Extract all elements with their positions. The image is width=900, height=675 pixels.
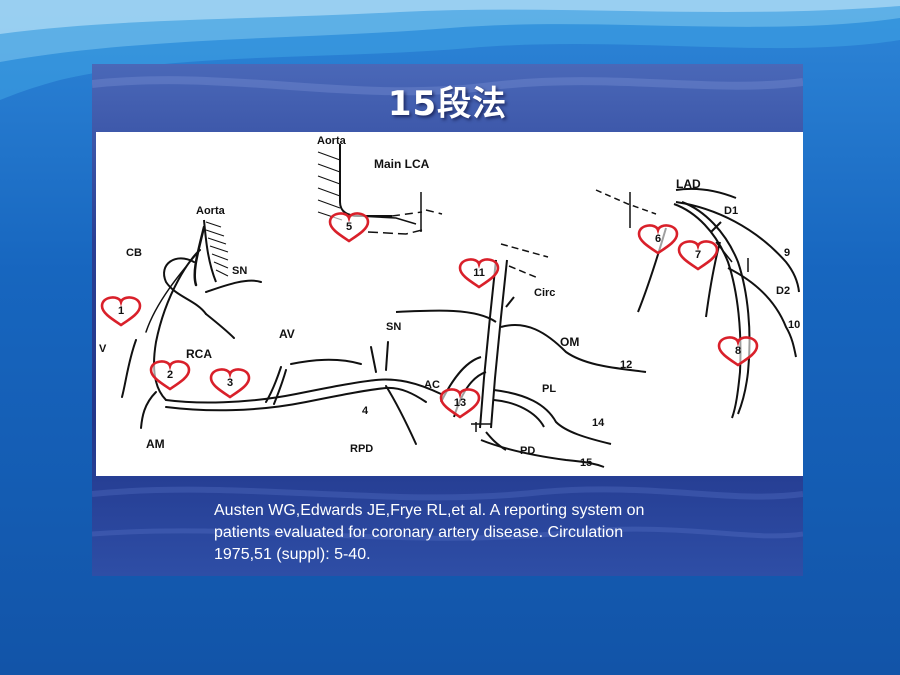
label-av: AV — [279, 327, 295, 341]
label-rpd: RPD — [350, 443, 373, 455]
lad-diagram — [595, 187, 800, 419]
label-sn-rca: SN — [232, 265, 247, 277]
rca-aorta-hatch — [203, 219, 229, 283]
segment-1-marker: 1 — [100, 296, 142, 327]
rca-diagram — [121, 225, 442, 445]
segment-5-number: 5 — [346, 221, 352, 233]
label-12: 12 — [620, 359, 632, 371]
segment-7-marker: 7 — [677, 240, 719, 271]
segment-6-number: 6 — [655, 233, 661, 245]
segment-11-number: 11 — [473, 267, 485, 279]
segment-13-marker: 13 — [439, 388, 481, 419]
label-rca: RCA — [186, 347, 212, 361]
segment-7-number: 7 — [695, 249, 701, 261]
label-ac: AC — [424, 379, 440, 391]
label-d1: D1 — [724, 205, 738, 217]
label-pd: PD — [520, 445, 535, 457]
citation-line: Austen WG,Edwards JE,Frye RL,et al. A re… — [214, 502, 645, 519]
citation-line: 1975,51 (suppl): 5-40. — [214, 546, 371, 563]
label-am: AM — [146, 437, 165, 451]
citation-line: patients evaluated for coronary artery d… — [214, 524, 624, 541]
segment-6-marker: 6 — [637, 224, 679, 255]
segment-1-number: 1 — [118, 305, 124, 317]
segment-8-marker: 8 — [717, 336, 759, 367]
label-9: 9 — [784, 247, 790, 259]
segment-2-marker: 2 — [149, 360, 191, 391]
lcx-diagram — [395, 243, 647, 468]
segment-3-marker: 3 — [209, 368, 251, 399]
label-v: V — [99, 343, 107, 355]
segment-13-number: 13 — [454, 397, 466, 409]
label-main-lca: Main LCA — [374, 157, 430, 171]
label-d2: D2 — [776, 285, 790, 297]
lca-diagram — [317, 144, 443, 235]
coronary-segment-figure: Aorta CB SN RCA V AM AV RPD 4 Aorta Main… — [96, 132, 803, 476]
segment-2-number: 2 — [167, 369, 173, 381]
segment-11-marker: 11 — [458, 258, 500, 289]
slide-title: 15段法 — [387, 84, 508, 124]
label-sn-lcx: SN — [386, 321, 401, 333]
segment-5-marker: 5 — [328, 212, 370, 243]
label-lad: LAD — [676, 177, 701, 191]
label-14: 14 — [592, 417, 605, 429]
citation: Austen WG,Edwards JE,Frye RL,et al. A re… — [214, 500, 724, 566]
label-aorta-lca: Aorta — [317, 135, 347, 147]
segment-8-number: 8 — [735, 345, 741, 357]
content-panel: 15段法 — [92, 64, 803, 576]
segment-3-number: 3 — [227, 377, 233, 389]
label-10: 10 — [788, 319, 800, 331]
coronary-artery-diagram: Aorta CB SN RCA V AM AV RPD 4 Aorta Main… — [99, 135, 800, 469]
label-cb: CB — [126, 247, 142, 259]
label-pl: PL — [542, 383, 556, 395]
label-aorta-rca: Aorta — [196, 205, 226, 217]
label-4: 4 — [362, 405, 369, 417]
label-15: 15 — [580, 457, 592, 469]
label-circ: Circ — [534, 287, 555, 299]
label-om: OM — [560, 335, 579, 349]
